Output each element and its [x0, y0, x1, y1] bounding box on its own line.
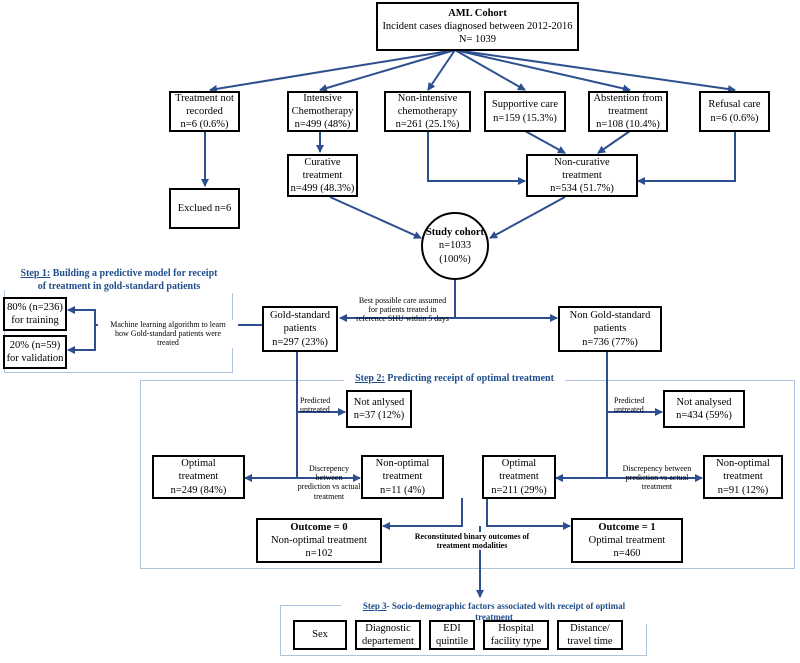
- validation-box: 20% (n=59) for validation: [3, 335, 67, 369]
- excluded-box: Exclued n=6: [169, 188, 240, 229]
- reconstituted-note: Reconstituted binary outcomes of treatme…: [392, 532, 552, 551]
- training-box: 80% (n=236) for training: [3, 297, 67, 331]
- best-care-note: Best possible care assumed for patients …: [356, 296, 449, 324]
- cohort-title: AML Cohort: [448, 7, 507, 19]
- optimal-treatment-non-box: Optimal treatment n=211 (29%): [482, 455, 556, 499]
- step3-title: Step 3- Socio-demographic factors associ…: [341, 601, 647, 624]
- predicted-untreated-note-non: Predicted untreated: [614, 396, 645, 415]
- predicted-untreated-note-gold: Predicted untreated: [300, 396, 331, 415]
- cohort-subtitle: Incident cases diagnosed between 2012-20…: [382, 20, 573, 32]
- treatment-not-recorded-box: Treatment not recorded n=6 (0.6%): [169, 91, 240, 132]
- non-gold-standard-box: Non Gold-standard patients n=736 (77%): [558, 306, 662, 352]
- factor-sex-box: Sex: [293, 620, 347, 650]
- supportive-care-box: Supportive care n=159 (15.3%): [484, 91, 566, 132]
- aml-cohort-box: AML Cohort Incident cases diagnosed betw…: [376, 2, 579, 51]
- curative-treatment-box: Curative treatment n=499 (48.3%): [287, 154, 358, 197]
- factor-hospital-facility-box: Hospital facility type: [483, 620, 549, 650]
- discrepancy-note-gold: Discrepency between prediction vs actual…: [297, 464, 361, 501]
- non-optimal-gold-box: Non-optimal treatment n=11 (4%): [361, 455, 444, 499]
- non-optimal-non-box: Non-optimal treatment n=91 (12%): [703, 455, 783, 499]
- factor-distance-box: Distance/ travel time: [557, 620, 623, 650]
- step2-title: Step 2: Predicting receipt of optimal tr…: [344, 373, 565, 386]
- factor-edi-quintile-box: EDI quintile: [429, 620, 475, 650]
- outcome-1-box: Outcome = 1 Optimal treatment n=460: [571, 518, 683, 563]
- non-intensive-chemotherapy-box: Non-intensive chemotherapy n=261 (25.1%): [384, 91, 471, 132]
- outcome-0-box: Outcome = 0 Non-optimal treatment n=102: [256, 518, 382, 563]
- step1-title: Step 1: Building a predictive model for …: [5, 268, 233, 293]
- cohort-count: N= 1039: [458, 34, 497, 46]
- factor-diagnostic-department-box: Diagnostic departement: [355, 620, 421, 650]
- not-analysed-non-box: Not analysed n=434 (59%): [663, 390, 745, 428]
- discrepancy-note-non: Discrepency between prediction vs actual…: [622, 464, 692, 492]
- refusal-care-box: Refusal care n=6 (0.6%): [699, 91, 770, 132]
- ml-algorithm-note: Machine learning algorithm to learn how …: [98, 320, 238, 348]
- not-analysed-gold-box: Not anlysed n=37 (12%): [346, 390, 412, 428]
- abstention-box: Abstention from treatment n=108 (10.4%): [588, 91, 668, 132]
- intensive-chemotherapy-box: Intensive Chemotherapy n=499 (48%): [287, 91, 358, 132]
- gold-standard-box: Gold-standard patients n=297 (23%): [262, 306, 338, 352]
- optimal-treatment-gold-box: Optimal treatment n=249 (84%): [152, 455, 245, 499]
- study-cohort-circle: Study cohort n=1033 (100%): [421, 212, 489, 280]
- non-curative-treatment-box: Non-curative treatment n=534 (51.7%): [526, 154, 638, 197]
